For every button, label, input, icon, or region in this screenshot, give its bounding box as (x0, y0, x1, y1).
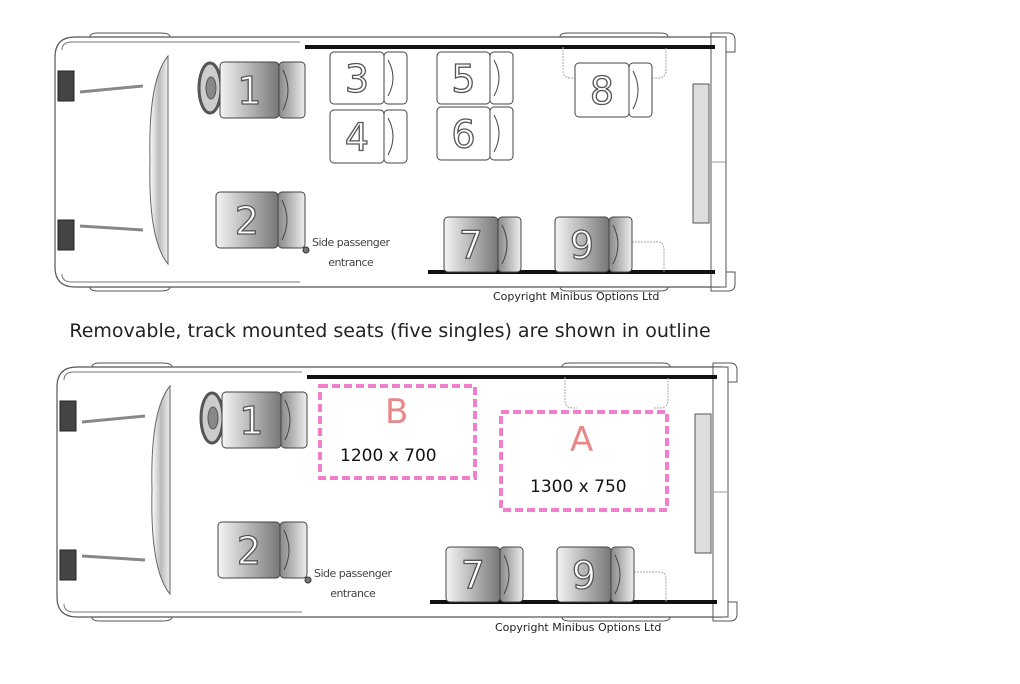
rear-bumper (710, 32, 736, 292)
wiper (79, 224, 144, 232)
seat-back (489, 106, 514, 161)
seat-back (383, 109, 408, 164)
load-zones (318, 384, 669, 512)
seat-4: 4 (329, 109, 408, 164)
bottom-floor-plan: 1 2 7 9 (56, 362, 738, 622)
entrance-label-bottom: Side passenger entrance (314, 564, 392, 604)
zone-b-dimensions: 1200 x 700 (340, 446, 437, 466)
headlight-icon (59, 400, 77, 432)
copyright-bottom: Copyright Minibus Options Ltd (495, 621, 662, 634)
seat-number: 8 (590, 69, 614, 113)
seat-back (497, 216, 522, 273)
entrance-marker-icon (302, 246, 310, 254)
rear-bumper (712, 362, 738, 622)
seat-1: 1 (219, 61, 306, 119)
wiper (81, 554, 146, 562)
seat-number: 1 (239, 399, 263, 443)
seat-7: 7 (445, 546, 524, 603)
seat-8: 8 (574, 62, 653, 118)
headlight-icon (57, 70, 75, 102)
zone-b-outline (318, 384, 477, 480)
rear-bench (694, 413, 712, 554)
seat-number: 9 (570, 224, 594, 268)
steering-wheel-hub (205, 76, 217, 100)
entrance-label-line1: Side passenger (312, 236, 390, 249)
steering-wheel-icon (199, 391, 225, 445)
seat-back-curve (632, 70, 639, 110)
seat-number: 9 (572, 554, 596, 598)
seat-back-curve (387, 117, 394, 156)
seat-back-curve (387, 59, 394, 97)
windscreen (151, 384, 171, 596)
entrance-label-line2: entrance (330, 587, 376, 600)
seat-number: 1 (237, 69, 261, 113)
seat-back (499, 546, 524, 603)
entrance-marker-icon (304, 576, 312, 584)
wheel-arch-outline (634, 571, 667, 602)
seat-back-curve (501, 224, 508, 265)
rear-bench (692, 83, 710, 224)
caption: Removable, track mounted seats (five sin… (69, 320, 711, 342)
seat-back (628, 62, 653, 118)
seat-2: 2 (215, 191, 306, 249)
seat-2: 2 (217, 521, 308, 579)
seat-back-curve (284, 399, 291, 441)
zone-a-letter: A (570, 420, 594, 460)
bus-inner-outline (61, 41, 300, 283)
seat-back (489, 51, 514, 105)
headlight-icon (59, 549, 77, 581)
seat-number: 5 (451, 57, 475, 101)
seat-back-curve (614, 554, 621, 595)
copyright-top: Copyright Minibus Options Ltd (493, 290, 660, 303)
seat-1: 1 (221, 391, 308, 449)
headlight-icon (57, 219, 75, 251)
seat-9: 9 (556, 546, 635, 603)
seat-number: 6 (451, 113, 475, 157)
seat-back (610, 546, 635, 603)
seat-9: 9 (554, 216, 633, 273)
rear-wheel-arches (559, 32, 669, 292)
seat-number: 4 (345, 116, 369, 160)
seat-number: 7 (461, 554, 485, 598)
seat-number: 2 (235, 199, 259, 243)
front-wheel-arches (91, 362, 173, 622)
seat-3: 3 (329, 51, 408, 105)
entrance-label-line2: entrance (328, 256, 374, 269)
seat-5: 5 (436, 51, 514, 105)
seat-number: 2 (237, 529, 261, 573)
seat-6: 6 (436, 106, 514, 161)
top-floor-plan: 1 2 3 4 5 6 7 8 9 (54, 32, 736, 292)
wheel-arch-outline (562, 47, 667, 79)
wiper (79, 84, 144, 94)
entrance-label-line1: Side passenger (314, 567, 392, 580)
bus-inner-outline (63, 371, 302, 613)
seat-7: 7 (443, 216, 522, 273)
zone-b-letter: B (385, 392, 409, 432)
seat-back-curve (493, 114, 500, 153)
seat-back-curve (282, 69, 289, 111)
steering-wheel-hub (207, 406, 219, 430)
entrance-label-top: Side passenger entrance (312, 233, 390, 273)
windscreen (149, 54, 169, 266)
seat-back-curve (503, 554, 510, 595)
zone-a-dimensions: 1300 x 750 (530, 477, 627, 497)
rear-wheel-arches (561, 362, 671, 622)
seat-number: 7 (459, 224, 483, 268)
seat-back-curve (281, 199, 288, 241)
seat-back (608, 216, 633, 273)
seat-back-curve (612, 224, 619, 265)
front-wheel-arches (89, 32, 171, 292)
steering-wheel-icon (197, 61, 223, 115)
seat-back-curve (283, 529, 290, 571)
wheel-arch-outline (564, 377, 669, 409)
wheel-arch-outline (632, 241, 665, 272)
wiper (81, 414, 146, 424)
seat-number: 3 (345, 57, 369, 101)
seat-back-curve (493, 59, 500, 97)
seat-back (383, 51, 408, 105)
